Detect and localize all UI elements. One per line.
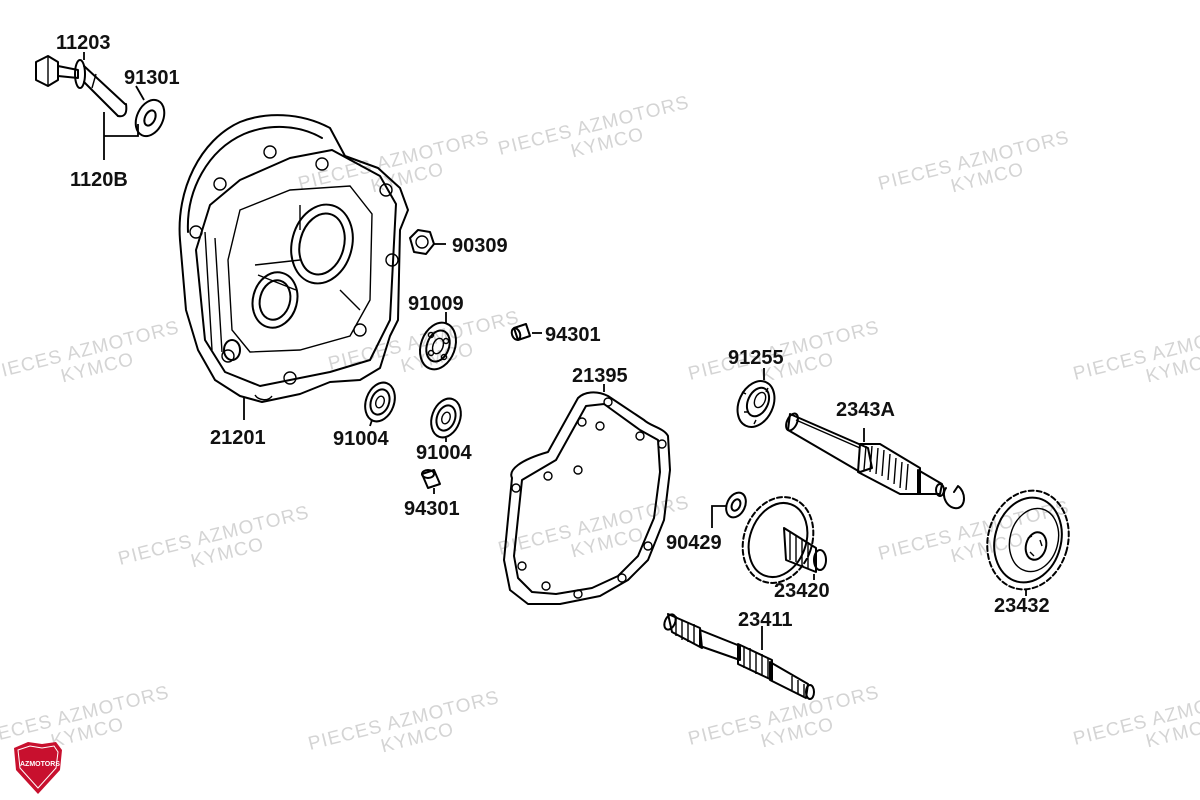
part-number-23432: 23432 <box>994 595 1050 617</box>
part-number-90309: 90309 <box>452 235 508 257</box>
part-number-90429: 90429 <box>666 532 722 554</box>
part-number-91301: 91301 <box>124 67 180 89</box>
watermark: PIECES AZMOTORS KYMCO <box>1071 682 1200 752</box>
part-91009-bearing[interactable]: 91009 <box>408 293 464 374</box>
part-number-91255: 91255 <box>728 347 784 369</box>
part-number-91004-left: 91004 <box>333 428 389 450</box>
azmotors-logo: AZMOTORS <box>14 742 62 794</box>
part-11203-bolt[interactable] <box>35 55 128 118</box>
label-1120B: 1120B <box>70 112 139 191</box>
part-91255-oil-seal[interactable]: 91255 <box>728 347 784 433</box>
part-91004-bearing-left[interactable]: 91004 <box>333 378 400 450</box>
part-number-21395: 21395 <box>572 365 628 387</box>
watermark: PIECES AZMOTORS KYMCO <box>306 687 502 757</box>
part-21201-case[interactable] <box>178 114 409 403</box>
watermark: PIECES AZMOTORS KYMCO <box>0 317 182 387</box>
part-number-21201: 21201 <box>210 427 266 449</box>
part-number-23411: 23411 <box>738 609 793 631</box>
part-94301-dowel-upper[interactable]: 94301 <box>510 323 601 346</box>
part-90429-washer[interactable]: 90429 <box>666 489 750 554</box>
part-23411-output-shaft[interactable]: 23411 <box>662 609 815 700</box>
part-circlip[interactable] <box>942 485 965 510</box>
watermark: PIECES AZMOTORS KYMCO <box>686 682 882 752</box>
part-91004-bearing-right[interactable]: 91004 <box>416 394 472 464</box>
part-number-1120B: 1120B <box>70 169 128 191</box>
label-11203: 11203 <box>56 32 111 60</box>
part-94301-dowel-lower[interactable]: 94301 <box>404 469 460 520</box>
part-23420-gear[interactable]: 23420 <box>731 487 830 602</box>
label-91301: 91301 <box>124 67 180 101</box>
watermark: PIECES AZMOTORS KYMCO <box>686 317 882 387</box>
label-21201: 21201 <box>210 398 266 449</box>
watermark-layer: PIECES AZMOTORS KYMCO PIECES AZMOTORS KY… <box>0 92 1200 757</box>
logo-text: AZMOTORS <box>20 761 60 768</box>
part-90309-nut[interactable]: 90309 <box>409 229 508 257</box>
part-number-94301-lower: 94301 <box>404 498 460 520</box>
watermark: PIECES AZMOTORS KYMCO <box>116 502 312 572</box>
part-number-94301-upper: 94301 <box>545 324 601 346</box>
label-2343A: 2343A <box>836 399 895 442</box>
part-number-91004-right: 91004 <box>416 442 472 464</box>
watermark: PIECES AZMOTORS KYMCO <box>1071 317 1200 387</box>
part-21395-gasket[interactable]: 21395 <box>503 365 671 605</box>
part-number-11203: 11203 <box>56 32 111 54</box>
watermark: PIECES AZMOTORS KYMCO <box>296 127 492 197</box>
part-number-91009: 91009 <box>408 293 464 315</box>
part-number-2343A: 2343A <box>836 399 895 421</box>
part-2343A-drive-shaft[interactable] <box>784 412 945 497</box>
part-91301-washer[interactable] <box>130 95 170 140</box>
part-23432-final-gear[interactable]: 23432 <box>976 481 1079 617</box>
watermark: PIECES AZMOTORS KYMCO <box>496 92 692 162</box>
part-number-23420: 23420 <box>774 580 830 602</box>
watermark: PIECES AZMOTORS KYMCO <box>876 127 1072 197</box>
